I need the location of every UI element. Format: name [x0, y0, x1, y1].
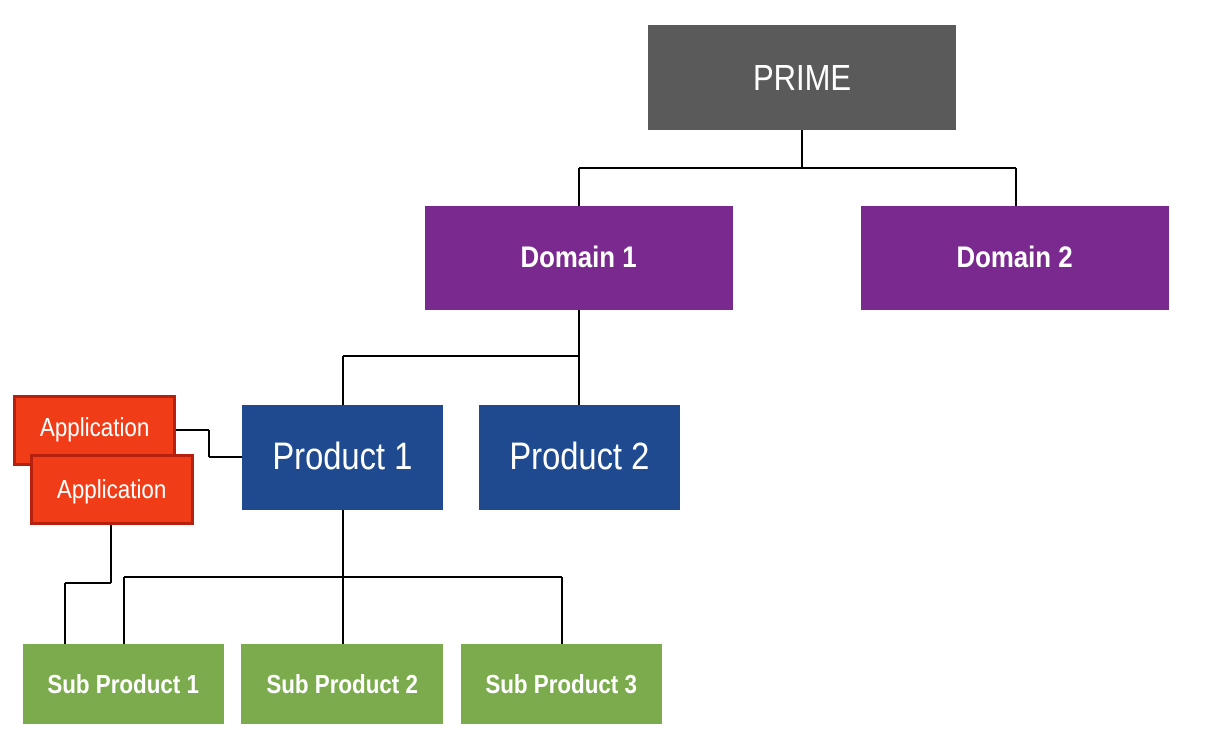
sub-product-1-node: Sub Product 1 [23, 644, 224, 724]
prime-label: PRIME [752, 56, 852, 98]
domain-1-node: Domain 1 [425, 206, 733, 310]
product-2-label: Product 2 [509, 436, 650, 478]
product-1-node: Product 1 [242, 405, 443, 510]
domain-1-label: Domain 1 [520, 241, 638, 274]
sub-product-1-label: Sub Product 1 [47, 668, 200, 699]
sub-product-2-node: Sub Product 2 [241, 644, 443, 724]
product-2-node: Product 2 [479, 405, 680, 510]
prime-node: PRIME [648, 25, 956, 130]
sub-product-3-node: Sub Product 3 [461, 644, 662, 724]
application-2-label: Application [57, 474, 167, 504]
domain-2-node: Domain 2 [861, 206, 1169, 310]
domain-2-label: Domain 2 [956, 241, 1074, 274]
sub-product-2-label: Sub Product 2 [266, 668, 418, 699]
sub-product-3-label: Sub Product 3 [485, 668, 638, 699]
product-1-label: Product 1 [272, 436, 413, 478]
application-node-2: Application [30, 454, 194, 525]
application-1-label: Application [39, 412, 150, 442]
